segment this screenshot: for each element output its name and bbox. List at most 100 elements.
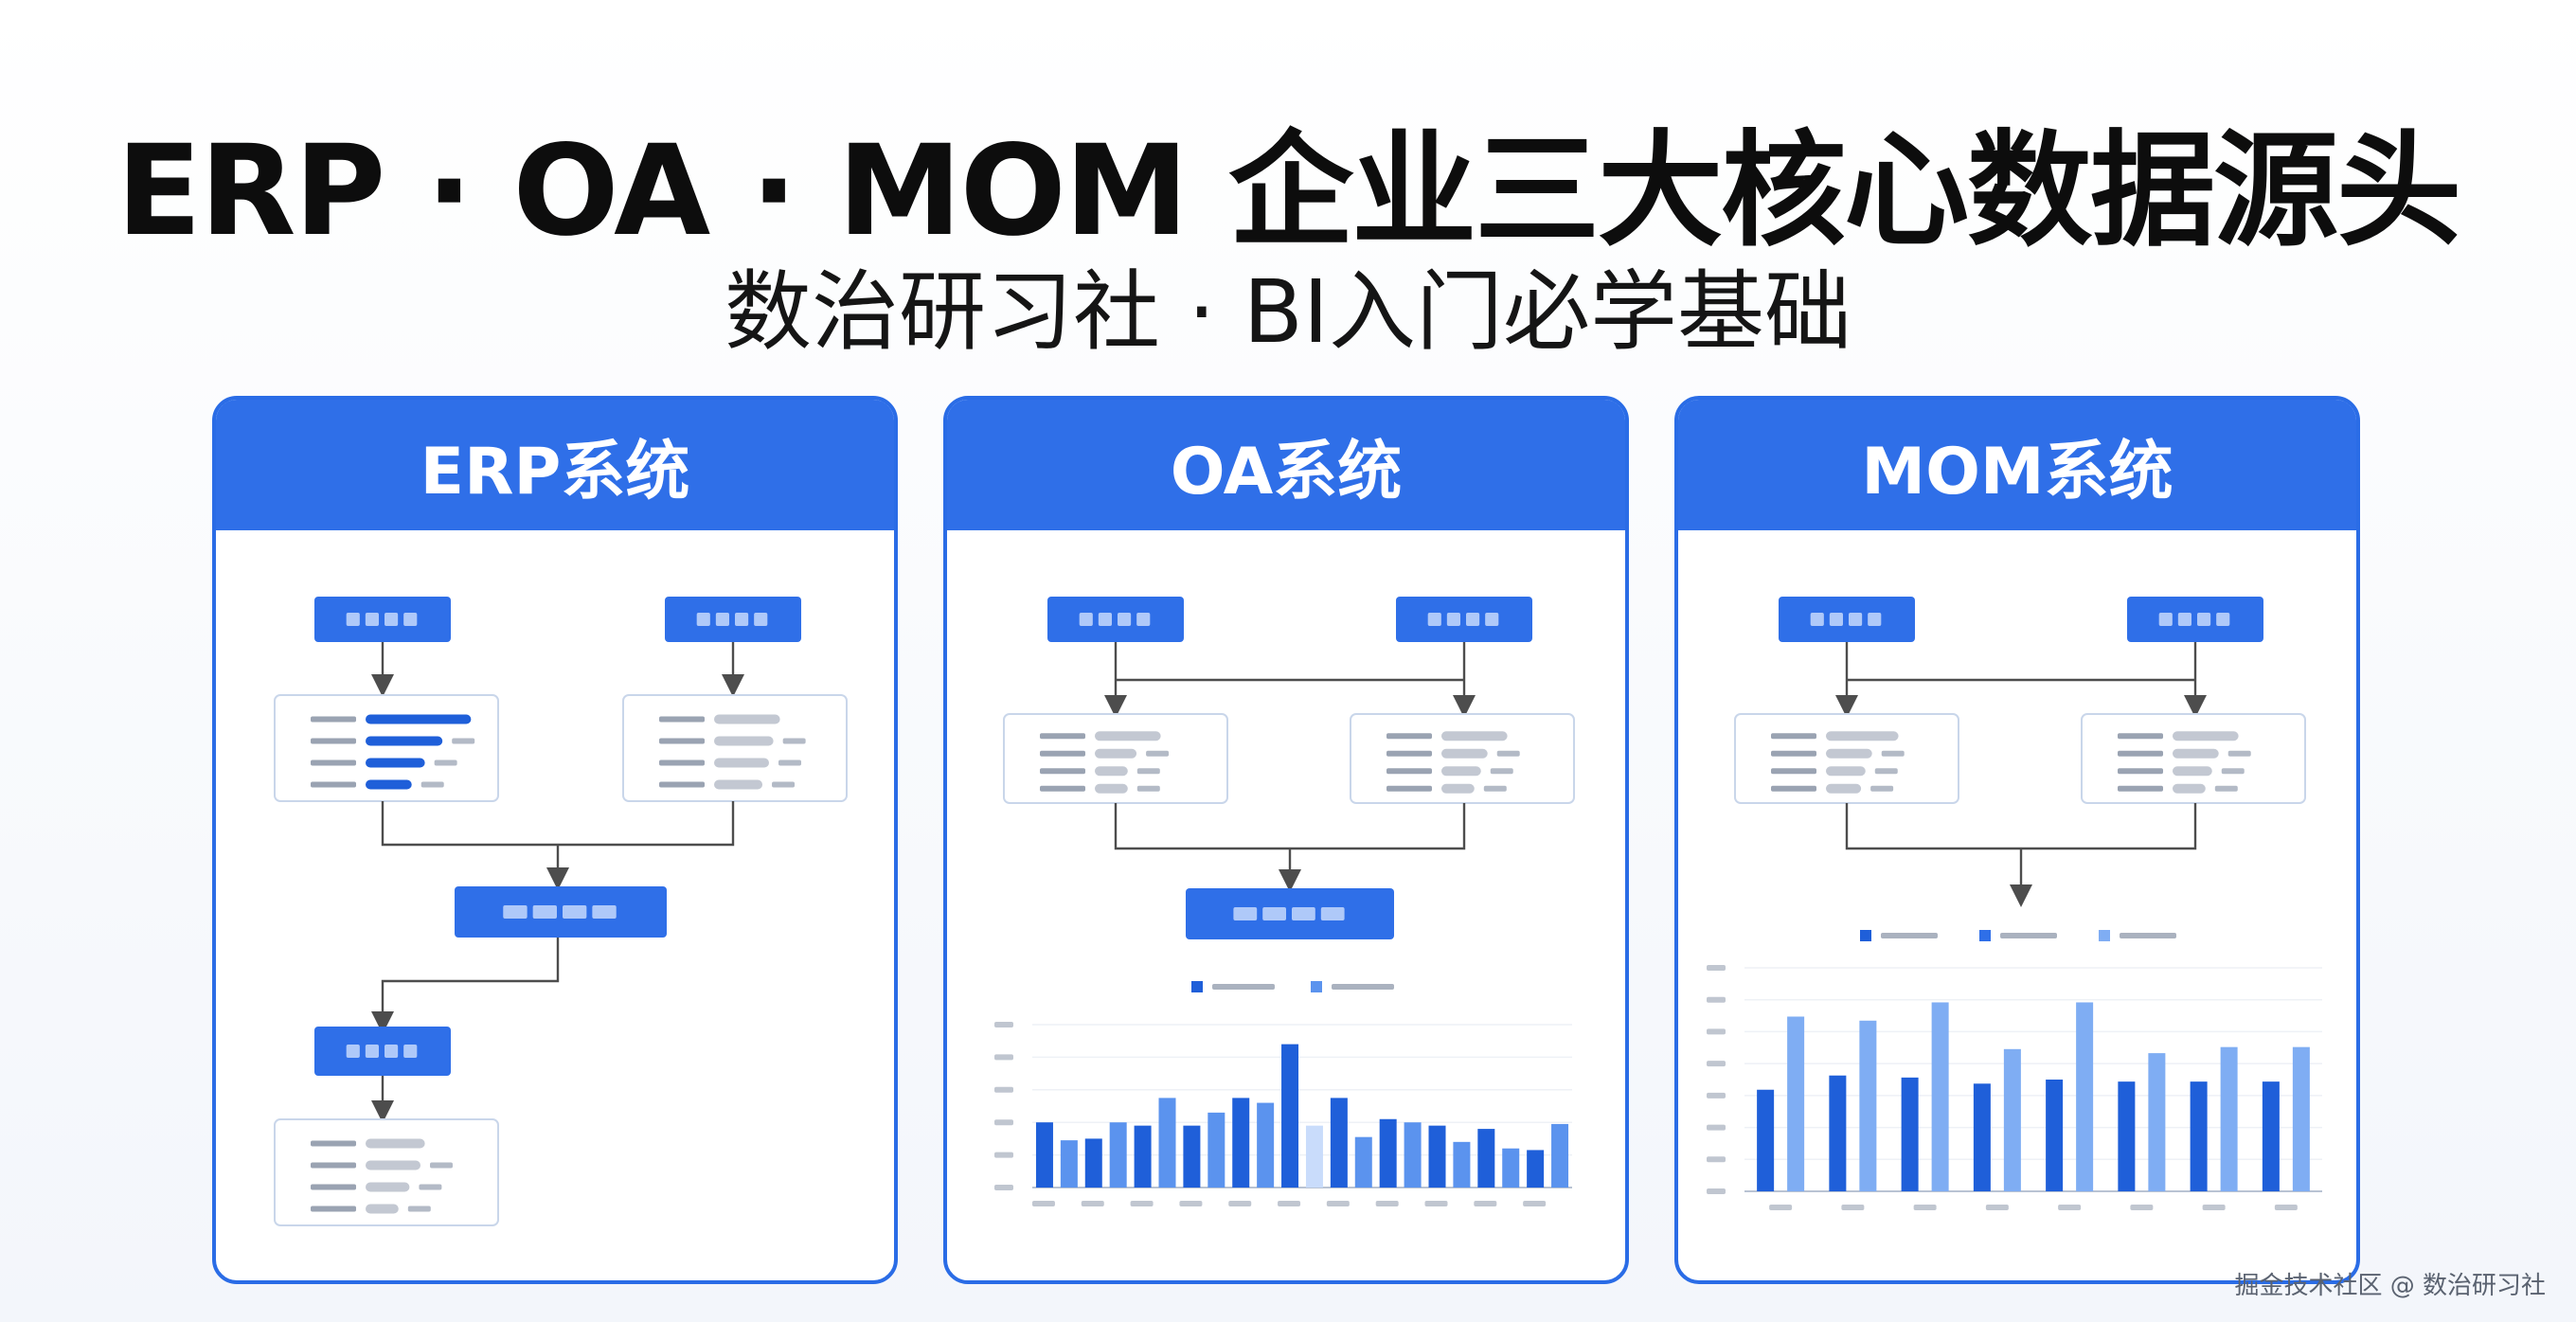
mom-legend-label-1 [1881,933,1938,938]
footer-credit: 掘金技术社区 @ 数治研习社 [2234,1272,2546,1300]
oa-legend-label-1 [1212,984,1275,990]
erp-data-card-left-row-bar [366,779,412,790]
mom-legend-swatch-2 [1979,930,1991,941]
mom-data-card-right-row-bar [2173,783,2206,794]
mom-data-card-right-row-label [2118,733,2163,740]
erp-data-card-left-row-bar [366,736,443,746]
oa-chart-y-tick-label [994,1185,1013,1190]
oa-data-card-left-row-bar [1095,731,1161,741]
erp-data-card-bottom-row-label [311,1140,356,1147]
page-subtitle: 数治研习社 · BI入门必学基础 [724,261,1852,363]
mom-data-card-right-row-bar [2173,748,2219,759]
oa-data-card-right-row-bar [1441,731,1508,741]
oa-chart-bar [1453,1141,1471,1188]
oa-legend-swatch-2 [1311,981,1322,992]
oa-chart-bar [1060,1140,1078,1188]
oa-panel-title: OA系统 [947,400,1625,530]
mom-chart-x-tick-label [2130,1205,2154,1210]
oa-chart-bar [1330,1098,1348,1188]
erp-data-card-bottom-row-label [311,1206,356,1212]
oa-flow-diagram [994,597,1575,1206]
mom-chart-bar [2292,1046,2310,1191]
oa-chart-bar [1035,1122,1053,1188]
erp-source-box-right [665,597,801,642]
oa-data-card-left-row-label [1040,733,1085,740]
mom-data-card-left-row-label [1771,768,1816,775]
oa-data-card-left-row-bar [1095,748,1137,759]
mom-chart-bar [2118,1081,2136,1191]
erp-data-card-left-row-bar [366,758,425,768]
oa-chart-x-tick-label [1375,1201,1399,1206]
mom-chart-x-tick-label [1985,1205,2009,1210]
oa-chart-bar [1084,1138,1102,1188]
mom-panel-title: MOM系统 [1678,400,2356,530]
erp-data-card-left-row-value [420,781,444,788]
erp-data-card-bottom-row-bar [366,1138,425,1149]
mom-data-card-left-row-value [1874,768,1898,775]
oa-source-box-right [1396,597,1532,642]
oa-chart-bar [1379,1118,1397,1188]
oa-data-card-right-row-value [1496,750,1520,757]
oa-chart-x-tick-label [1228,1201,1252,1206]
oa-chart-x-tick-label [1523,1201,1547,1206]
oa-data-card-left-row-value [1136,785,1160,792]
mom-data-card-left-row-label [1771,733,1816,740]
mom-source-box-right [2127,597,2263,642]
erp-data-card-right-row-bar [714,758,769,768]
mom-data-card-right-row-value [2214,785,2238,792]
oa-chart-bar [1281,1044,1299,1188]
oa-chart-bar [1158,1098,1176,1188]
mom-data-card-left-row-bar [1826,748,1872,759]
mom-data-card-left-row-bar [1826,766,1866,777]
erp-process-box [455,886,667,938]
oa-chart-bar [1232,1098,1250,1188]
oa-chart-bar [1551,1123,1569,1188]
mom-legend-label-3 [2120,933,2176,938]
erp-data-card-bottom-row-value [430,1162,453,1169]
mom-chart-bar [1901,1077,1919,1191]
mom-chart-bar [2262,1081,2280,1191]
oa-data-card-right-row-label [1386,733,1432,740]
oa-data-card-left-row-label [1040,768,1085,775]
mom-chart-y-tick-label [1707,1028,1726,1035]
erp-data-card-right-row-label [659,759,705,766]
oa-chart-x-tick-label [1081,1201,1104,1206]
mom-flow-diagram [1707,597,2322,1210]
erp-data-card-bottom-row-bar [366,1204,399,1214]
erp-data-card-bottom-row-value [407,1206,431,1212]
oa-chart-x-tick-label [1278,1201,1301,1206]
oa-data-card-right-row-value [1483,785,1507,792]
oa-chart-bar [1477,1129,1495,1188]
erp-data-card-right-row-bar [714,714,780,724]
oa-data-card-left-row-value [1136,768,1160,775]
mom-data-card-right-row-label [2118,785,2163,792]
mom-chart-bar [2190,1081,2208,1191]
mom-source-box-left [1779,597,1915,642]
mom-chart-y-tick-label [1707,1156,1726,1163]
oa-chart-x-tick-label [1130,1201,1154,1206]
oa-data-card-right-row-label [1386,768,1432,775]
erp-data-card-bottom-row-value [419,1184,442,1190]
erp-data-card-left-row-label [311,759,356,766]
erp-data-card-right-row-value [782,738,806,744]
oa-data-card-right-row-bar [1441,748,1488,759]
mom-data-card-left-row-value [1870,785,1894,792]
mom-chart-y-tick-label [1707,1061,1726,1067]
mom-legend-swatch-3 [2099,930,2110,941]
oa-chart-bar [1134,1125,1152,1188]
page-title: ERP · OA · MOM 企业三大核心数据源头 [116,118,2461,264]
erp-source-box-left [314,597,451,642]
mom-chart-bar [1829,1075,1847,1191]
mom-data-card-right-row-bar [2173,731,2239,741]
oa-chart-bar [1109,1122,1127,1188]
mom-chart-x-tick-label [2058,1205,2082,1210]
oa-data-card-right-row-value [1490,768,1513,775]
erp-data-card-right-row-bar [714,779,763,790]
oa-chart-bar [1257,1102,1275,1188]
erp-data-card-left-row-value [452,738,475,744]
mom-merge-line [1845,803,2197,850]
mom-data-card-left-row-bar [1826,731,1899,741]
oa-data-card-left-row-value [1146,750,1170,757]
oa-data-card-right-row-bar [1441,783,1475,794]
oa-chart-bar [1428,1125,1446,1188]
